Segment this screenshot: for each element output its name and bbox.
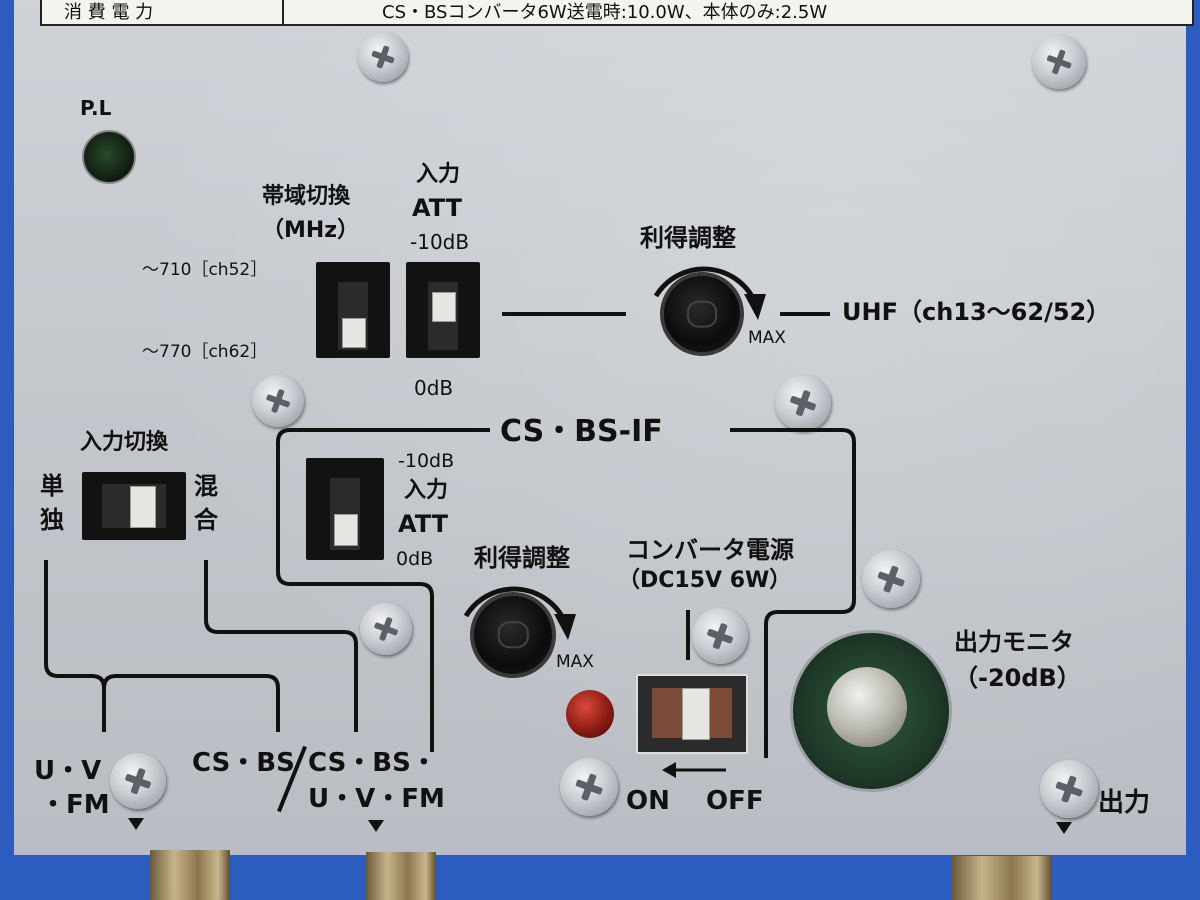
spec-label-left-cell (42, 0, 284, 24)
cs-bs-att-bottom-label: 0dB (396, 548, 434, 570)
uhf-output-label: UHF（ch13〜62/52） (842, 298, 1111, 326)
power-off-label: OFF (706, 786, 764, 816)
band-switch-title-line1: 帯域切換 (262, 184, 351, 209)
port-mix-label-line1: CS・BS・ (308, 748, 437, 778)
input-switch-right-line1: 混 (194, 472, 218, 500)
port-uv-marker-icon (128, 818, 144, 830)
f-connector-uv-port[interactable] (150, 850, 230, 900)
cs-bs-att-title-line2: ATT (398, 510, 449, 538)
output-monitor-title: 出力モニタ (954, 628, 1074, 656)
cs-bs-if-title: CS・BS-IF (500, 414, 663, 449)
output-monitor-spec: （-20dB） (954, 664, 1081, 692)
screw-icon (358, 32, 408, 82)
monitor-f-connector (827, 667, 907, 747)
power-on-label: ON (626, 786, 670, 816)
cs-bs-gain-knob[interactable] (470, 592, 556, 678)
uhf-att-title-line1: 入力 (416, 162, 461, 187)
uhf-att-bottom-label: 0dB (414, 376, 454, 400)
spec-label-table: 消 費 電 力 CS・BSコンバータ6W送電時:10.0W、本体のみ:2.5W (40, 0, 1194, 26)
background-left-edge (0, 0, 14, 900)
band-switch-lower-label: 〜770［ch62］ (142, 342, 268, 362)
screw-icon (775, 375, 831, 431)
band-switch-upper-label: 〜710［ch52］ (142, 260, 268, 280)
converter-power-led (566, 690, 614, 738)
cs-bs-gain-label: 利得調整 (474, 544, 570, 572)
converter-power-switch[interactable] (636, 674, 748, 754)
converter-power-title: コンバータ電源 (626, 536, 794, 564)
port-mix-label-line2: U・V・FM (308, 784, 445, 814)
band-switch-title-line2: （MHz） (262, 218, 360, 243)
input-select-switch[interactable] (82, 472, 186, 540)
uhf-att-title-line2: ATT (412, 194, 463, 222)
screw-icon (862, 550, 920, 608)
input-switch-right-line2: 合 (194, 506, 218, 534)
uhf-output-line (780, 312, 830, 316)
uhf-gain-max-label: MAX (748, 328, 786, 348)
f-connector-output-port[interactable] (952, 856, 1052, 900)
uhf-att-dip-lever[interactable] (432, 292, 456, 322)
screw-icon (360, 603, 412, 655)
cs-bs-if-frame (276, 428, 856, 758)
screw-icon (1040, 760, 1098, 818)
cs-bs-att-dip-switch[interactable] (306, 458, 384, 560)
uhf-att-top-label: -10dB (410, 230, 470, 254)
port-uv-label-line1: U・V (34, 756, 102, 786)
input-switch-title: 入力切換 (80, 430, 169, 455)
uhf-gain-knob[interactable] (660, 272, 744, 356)
band-dip-lever[interactable] (342, 318, 366, 348)
cs-bs-att-top-label: -10dB (398, 450, 455, 472)
uhf-gain-label: 利得調整 (640, 224, 736, 252)
port-mix-marker-icon (368, 820, 384, 832)
uhf-gain-arrow-icon (653, 266, 766, 320)
port-uv-label-line2: ・FM (40, 790, 110, 820)
cs-bs-gain-arrow-icon (463, 586, 576, 640)
on-direction-arrow-icon (662, 762, 726, 778)
cs-bs-gain-max-label: MAX (556, 652, 594, 672)
uhf-att-dip-switch[interactable] (406, 262, 480, 358)
pl-label: P.L (80, 96, 112, 120)
screw-icon (252, 375, 304, 427)
cs-bs-att-dip-lever[interactable] (334, 514, 358, 546)
input-switch-left-line1: 単 (40, 472, 64, 500)
converter-power-spec: （DC15V 6W） (618, 568, 792, 593)
screw-icon (560, 758, 618, 816)
cs-bs-att-title-line1: 入力 (404, 478, 449, 503)
power-lamp (82, 130, 136, 184)
port-output-label: 出力 (1098, 788, 1151, 818)
band-dip-switch[interactable] (316, 262, 390, 358)
output-monitor-port[interactable] (790, 630, 952, 792)
power-switch-lever[interactable] (682, 688, 710, 740)
screw-icon (1032, 35, 1086, 89)
port-output-marker-icon (1056, 822, 1072, 834)
signal-path-lines (44, 560, 358, 732)
power-switch-guide-line (686, 610, 690, 660)
spec-label-title: 消 費 電 力 (64, 2, 154, 23)
spec-label-value: CS・BSコンバータ6W送電時:10.0W、本体のみ:2.5W (382, 2, 828, 23)
screw-icon (110, 753, 166, 809)
screw-icon (692, 608, 748, 664)
background-right-edge (1186, 0, 1200, 900)
port-csbs-label: CS・BS (192, 748, 295, 778)
uhf-signal-line (502, 312, 626, 316)
f-connector-mix-port[interactable] (366, 852, 436, 900)
input-select-lever[interactable] (130, 486, 156, 528)
input-switch-left-line2: 独 (40, 506, 64, 534)
